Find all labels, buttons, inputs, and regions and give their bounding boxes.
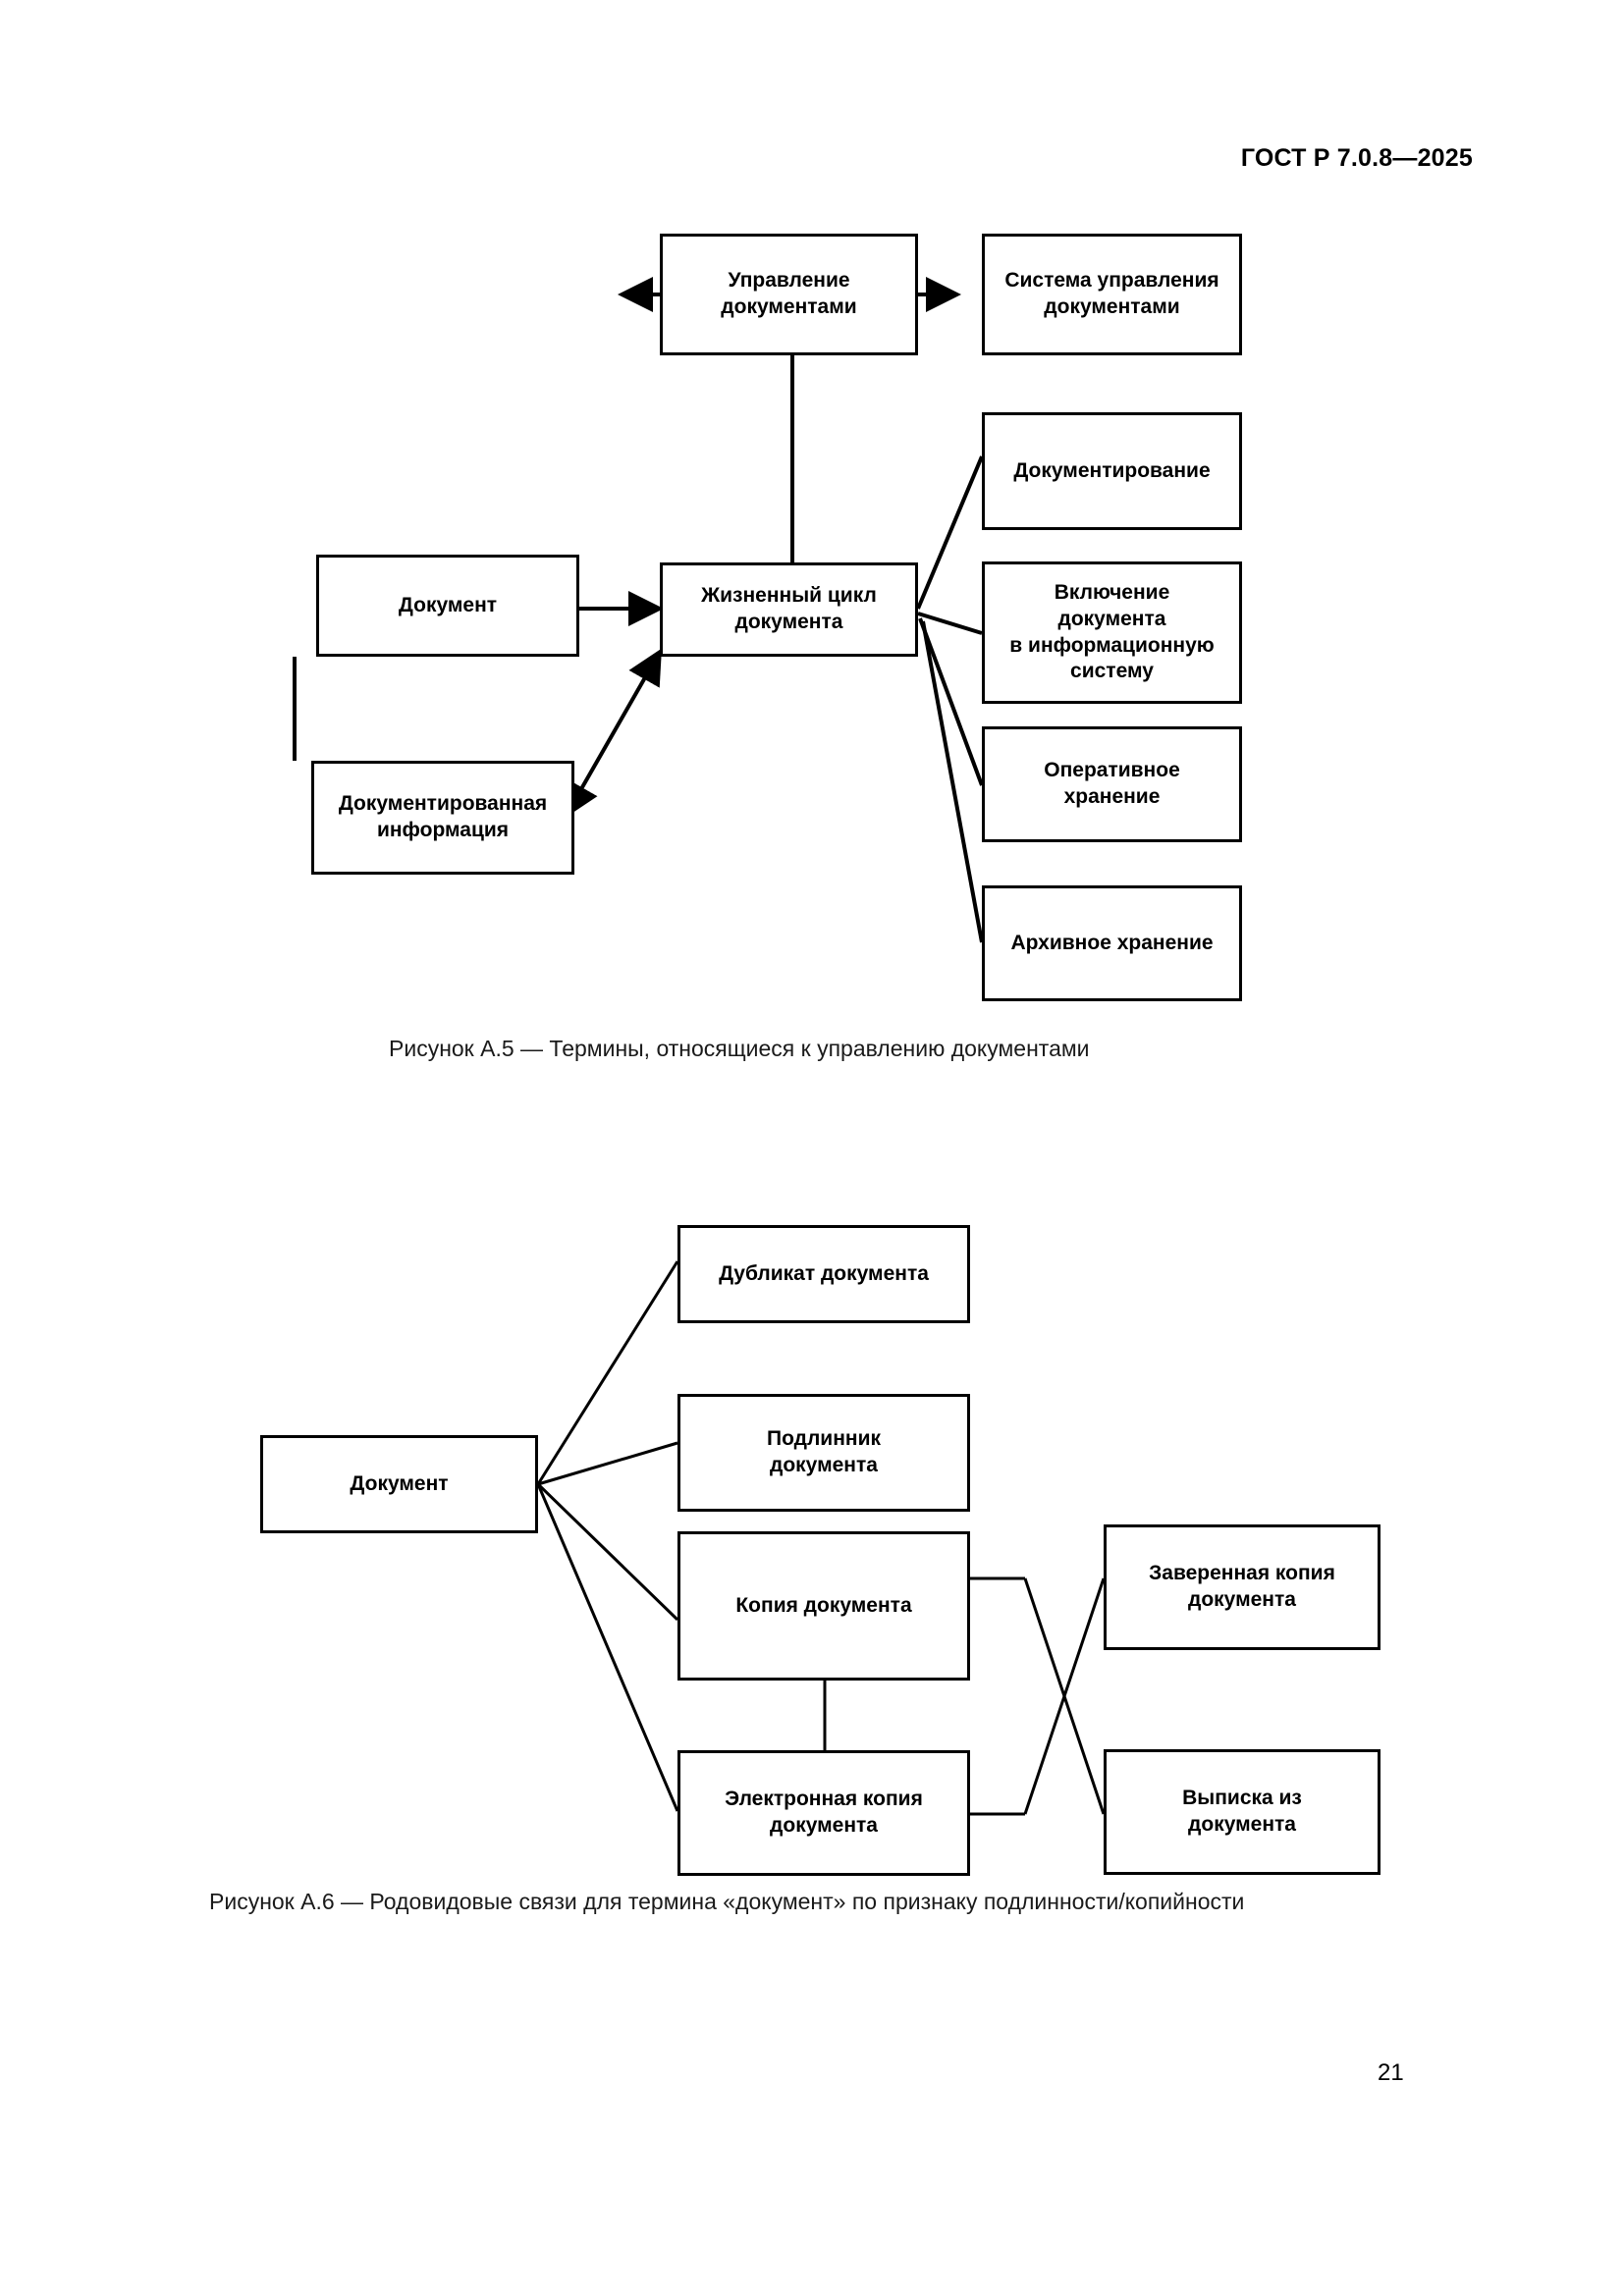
node-label: Документированная информация (338, 792, 548, 841)
node-sistema-upravleniya-dokumentami[interactable]: Система управления документами (982, 234, 1242, 355)
edge-dokument-elektronnaya-kopiya (536, 1483, 679, 1812)
node-label: Жизненный цикл документа (701, 584, 877, 633)
edge-dokinfo-lifecycle (565, 648, 662, 819)
figure-a6: Документ Дубликат документа Подлинник до… (0, 0, 1624, 1876)
edge-lifecycle-dokumentirovanie (916, 455, 984, 610)
node-label: Включение документа в информационную сис… (1009, 580, 1215, 683)
node-arhivnoe-hranenie[interactable]: Архивное хранение (982, 885, 1242, 1001)
node-label: Подлинник документа (766, 1427, 881, 1476)
node-podlinnik-dokumenta[interactable]: Подлинник документа (677, 1394, 970, 1512)
node-operativnoe-hranenie[interactable]: Оперативное хранение (982, 726, 1242, 842)
node-label: Система управления документами (1004, 269, 1219, 318)
node-label: Оперативное хранение (1044, 759, 1180, 808)
node-label: Копия документа (735, 1593, 912, 1617)
node-zaverennaya-kopiya-dokumenta[interactable]: Заверенная копия документа (1104, 1524, 1380, 1650)
document-header-standard-number: ГОСТ Р 7.0.8—2025 (1240, 144, 1473, 172)
node-dokument-a6[interactable]: Документ (260, 1435, 538, 1533)
figure-a5-caption: Рисунок А.5 — Термины, относящиеся к упр… (389, 1036, 1090, 1061)
node-label: Заверенная копия документа (1149, 1562, 1335, 1611)
node-label: Документ (350, 1471, 449, 1495)
node-elektronnaya-kopiya-dokumenta[interactable]: Электронная копия документа (677, 1750, 970, 1876)
node-label: Выписка из документа (1182, 1787, 1302, 1836)
node-vklyuchenie-dokumenta[interactable]: Включение документа в информационную сис… (982, 561, 1242, 704)
node-vypiska-iz-dokumenta[interactable]: Выписка из документа (1104, 1749, 1380, 1875)
node-label: Управление документами (721, 269, 857, 318)
page-number: 21 (1378, 2059, 1404, 2086)
edge-dokument-dublikat (536, 1260, 679, 1485)
node-label: Архивное хранение (1010, 931, 1214, 954)
node-label: Электронная копия документа (725, 1788, 923, 1837)
node-dokumentirovanie[interactable]: Документирование (982, 412, 1242, 530)
node-label: Документирование (1013, 458, 1211, 482)
node-label: Дубликат документа (719, 1261, 929, 1285)
node-zhiznennyy-cikl-dokumenta[interactable]: Жизненный цикл документа (660, 562, 918, 657)
node-dokumentirovannaya-informaciya[interactable]: Документированная информация (311, 761, 574, 875)
edge-lifecycle-vklyuchenie (917, 612, 983, 635)
edge-dokument-kopiya (536, 1482, 679, 1622)
node-kopiya-dokumenta[interactable]: Копия документа (677, 1531, 970, 1681)
figure-a6-connector-lines (536, 1260, 1106, 1816)
node-dokument-a5[interactable]: Документ (316, 555, 579, 657)
edge-elektronnaya-zaverennaya (1023, 1577, 1106, 1815)
edge-dokument-podlinnik (537, 1441, 678, 1486)
figure-a5: Управление документами Система управлени… (0, 0, 1624, 1001)
node-dublikat-dokumenta[interactable]: Дубликат документа (677, 1225, 970, 1323)
edge-lifecycle-arhivnoe (921, 620, 984, 943)
node-label: Документ (398, 593, 498, 616)
edge-lifecycle-operativnoe (918, 617, 984, 786)
node-upravlenie-dokumentami[interactable]: Управление документами (660, 234, 918, 355)
figure-a6-caption: Рисунок А.6 — Родовидовые связи для терм… (209, 1889, 1245, 1914)
